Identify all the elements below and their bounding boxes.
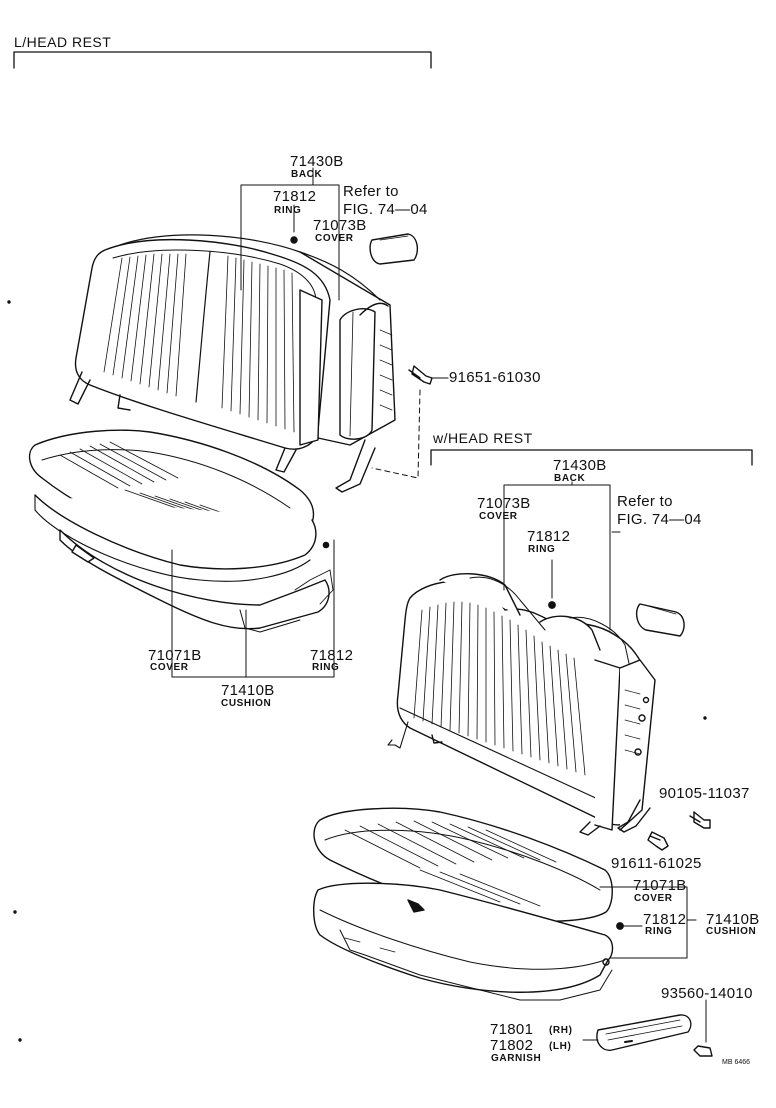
wh-cushion-cover-number: 71071B (633, 877, 687, 894)
wh-refer-line2: FIG. 74—04 (617, 511, 702, 528)
wh-seat-cushion (313, 807, 614, 1001)
lh-bolt-number: 91651-61030 (449, 369, 541, 386)
wh-cushion-ring-name: RING (645, 926, 673, 937)
wh-screw-number: 93560-14010 (661, 985, 753, 1002)
wh-cushion-number: 71410B (706, 911, 760, 928)
garnish-lh-number: 71802 (490, 1037, 534, 1054)
wh-cushion-ring-number: 71812 (643, 911, 687, 928)
garnish-name: GARNISH (491, 1053, 542, 1064)
wh-refer-line1: Refer to (617, 493, 673, 510)
lh-dashed-link (371, 389, 421, 479)
lh-back-leader (240, 167, 340, 301)
wh-back-number: 71430B (553, 457, 607, 474)
wh-cushion-cover-name: COVER (634, 893, 673, 904)
wh-bolt2-number: 91611-61025 (611, 855, 702, 872)
lh-seat-cushion (28, 429, 334, 633)
wh-bolts (647, 811, 711, 851)
lh-cushion-cover-number: 71071B (148, 647, 202, 664)
lh-section-title: L/HEAD REST (14, 34, 112, 50)
lh-cushion-number: 71410B (221, 682, 275, 699)
wh-cushion-leader (599, 886, 697, 959)
wh-cushion-name: CUSHION (706, 926, 757, 937)
wh-back-leader (503, 481, 611, 631)
wh-back-cover-number: 71073B (477, 495, 531, 512)
lh-cushion-ring-number: 71812 (310, 647, 354, 664)
lh-back-cover-name: COVER (315, 233, 354, 244)
lh-cushion-ring-dot (322, 541, 330, 549)
wh-headrest-cap (635, 603, 685, 637)
wh-seat-back (387, 572, 656, 836)
lh-refer-line1: Refer to (343, 183, 399, 200)
wh-cushion-ring-dot (616, 922, 624, 930)
lh-section-bracket (13, 51, 432, 69)
lh-back-number: 71430B (290, 153, 344, 170)
speck (703, 716, 707, 720)
speck (18, 1038, 22, 1042)
wh-back-ring-dot (548, 601, 556, 609)
figure-code: MB 6466 (722, 1059, 751, 1066)
wh-back-ring-number: 71812 (527, 528, 571, 545)
lh-seat-back (69, 234, 396, 493)
lh-cushion-cover-name: COVER (150, 662, 189, 673)
wh-section-bracket (430, 449, 753, 466)
garnish-lh-tag: (LH) (549, 1041, 572, 1052)
speck (13, 910, 17, 914)
lh-back-cover-number: 71073B (313, 217, 367, 234)
lh-refer-line2: FIG. 74—04 (343, 201, 428, 218)
lh-cushion-leader (171, 539, 335, 678)
garnish-rh-number: 71801 (490, 1021, 534, 1038)
lh-cushion-ring-name: RING (312, 662, 340, 673)
wh-back-name: BACK (554, 473, 586, 484)
wh-screw (693, 999, 713, 1057)
wh-bolt1-number: 90105-11037 (659, 785, 750, 802)
lh-bolt (408, 365, 449, 385)
lh-back-ring-number: 71812 (273, 188, 317, 205)
garnish-part (596, 1014, 692, 1051)
lh-back-ring-name: RING (274, 205, 302, 216)
wh-back-cover-name: COVER (479, 511, 518, 522)
lh-headrest-cap (369, 233, 419, 265)
lh-cushion-name: CUSHION (221, 698, 272, 709)
speck (7, 300, 11, 304)
wh-back-ring-name: RING (528, 544, 556, 555)
lh-back-ring-dot (290, 236, 298, 244)
garnish-rh-tag: (RH) (549, 1025, 573, 1036)
wh-section-title: w/HEAD REST (433, 430, 533, 446)
lh-back-name: BACK (291, 169, 323, 180)
